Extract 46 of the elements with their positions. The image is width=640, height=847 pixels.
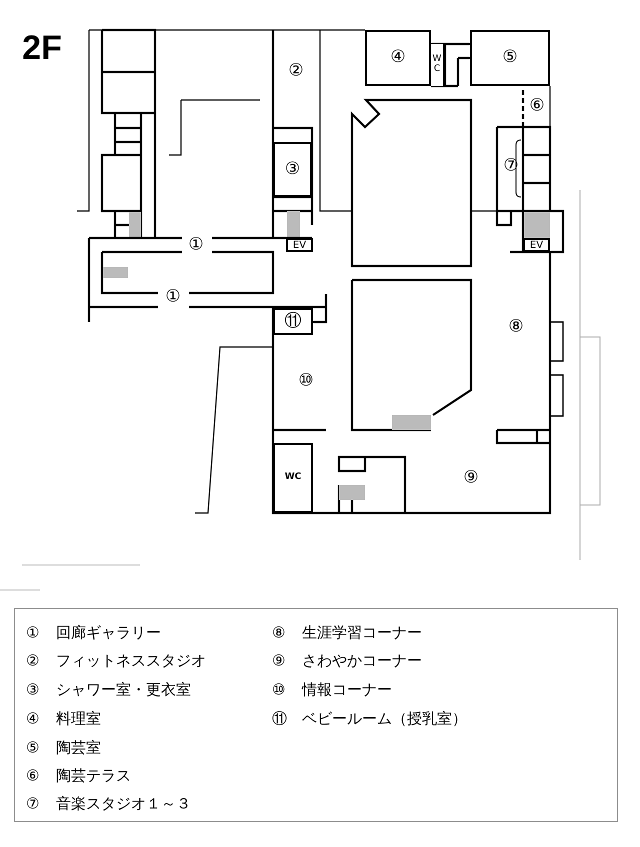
room-number: ② (288, 62, 304, 80)
room-number: ① (165, 288, 181, 306)
legend-text: シャワー室・更衣室 (56, 684, 191, 698)
legend-text: フィットネススタジオ (56, 654, 206, 670)
elevator-label: EV (292, 238, 306, 252)
room-box (273, 142, 312, 197)
legend-text: 陶芸テラス (56, 770, 131, 784)
toilet-room (431, 44, 445, 86)
legend-text: 陶芸室 (56, 742, 101, 756)
toilet-label: WC (432, 55, 442, 75)
room-number: ⑥ (529, 98, 545, 114)
legend-text: 料理室 (56, 712, 101, 728)
legend-number: ① (26, 626, 39, 642)
room-number: ③ (284, 158, 300, 181)
toilet-label: WC (284, 471, 302, 484)
legend-number: ⑨ (272, 654, 285, 670)
legend-number: ② (26, 654, 39, 670)
room-number: ① (188, 236, 204, 254)
legend-number: ⑥ (26, 770, 39, 784)
room-number: ⑤ (502, 46, 518, 70)
legend-text: 回廊ギャラリー (56, 626, 161, 642)
room-number: ④ (390, 46, 406, 70)
room-box (273, 308, 313, 335)
legend-number: ⑤ (26, 742, 39, 756)
elevator-box (286, 238, 313, 252)
legend-text: 生涯学習コーナー (302, 626, 422, 642)
room-number: ⑪ (284, 310, 302, 333)
legend-number: ⑩ (272, 684, 285, 698)
toilet-room (273, 443, 313, 513)
legend-text: 情報コーナー (302, 684, 392, 698)
elevator-box (523, 238, 550, 252)
room-box (365, 30, 431, 86)
legend-text: さわやかコーナー (302, 654, 422, 670)
legend-number: ⑧ (272, 626, 285, 642)
legend-number: ④ (26, 712, 39, 728)
legend-number: ③ (26, 684, 39, 698)
legend-text: 音楽スタジオ１～３ (56, 798, 191, 812)
legend-number: ⑦ (26, 798, 39, 812)
legend-number: ⑪ (272, 712, 287, 728)
room-number: ⑩ (298, 372, 314, 390)
room-number: ⑨ (463, 470, 479, 486)
legend-text: ベビールーム（授乳室） (302, 712, 467, 728)
elevator-label: EV (530, 238, 544, 252)
room-box (470, 30, 550, 86)
floor-title: 2F (22, 31, 62, 65)
room-number: ⑧ (508, 318, 524, 336)
